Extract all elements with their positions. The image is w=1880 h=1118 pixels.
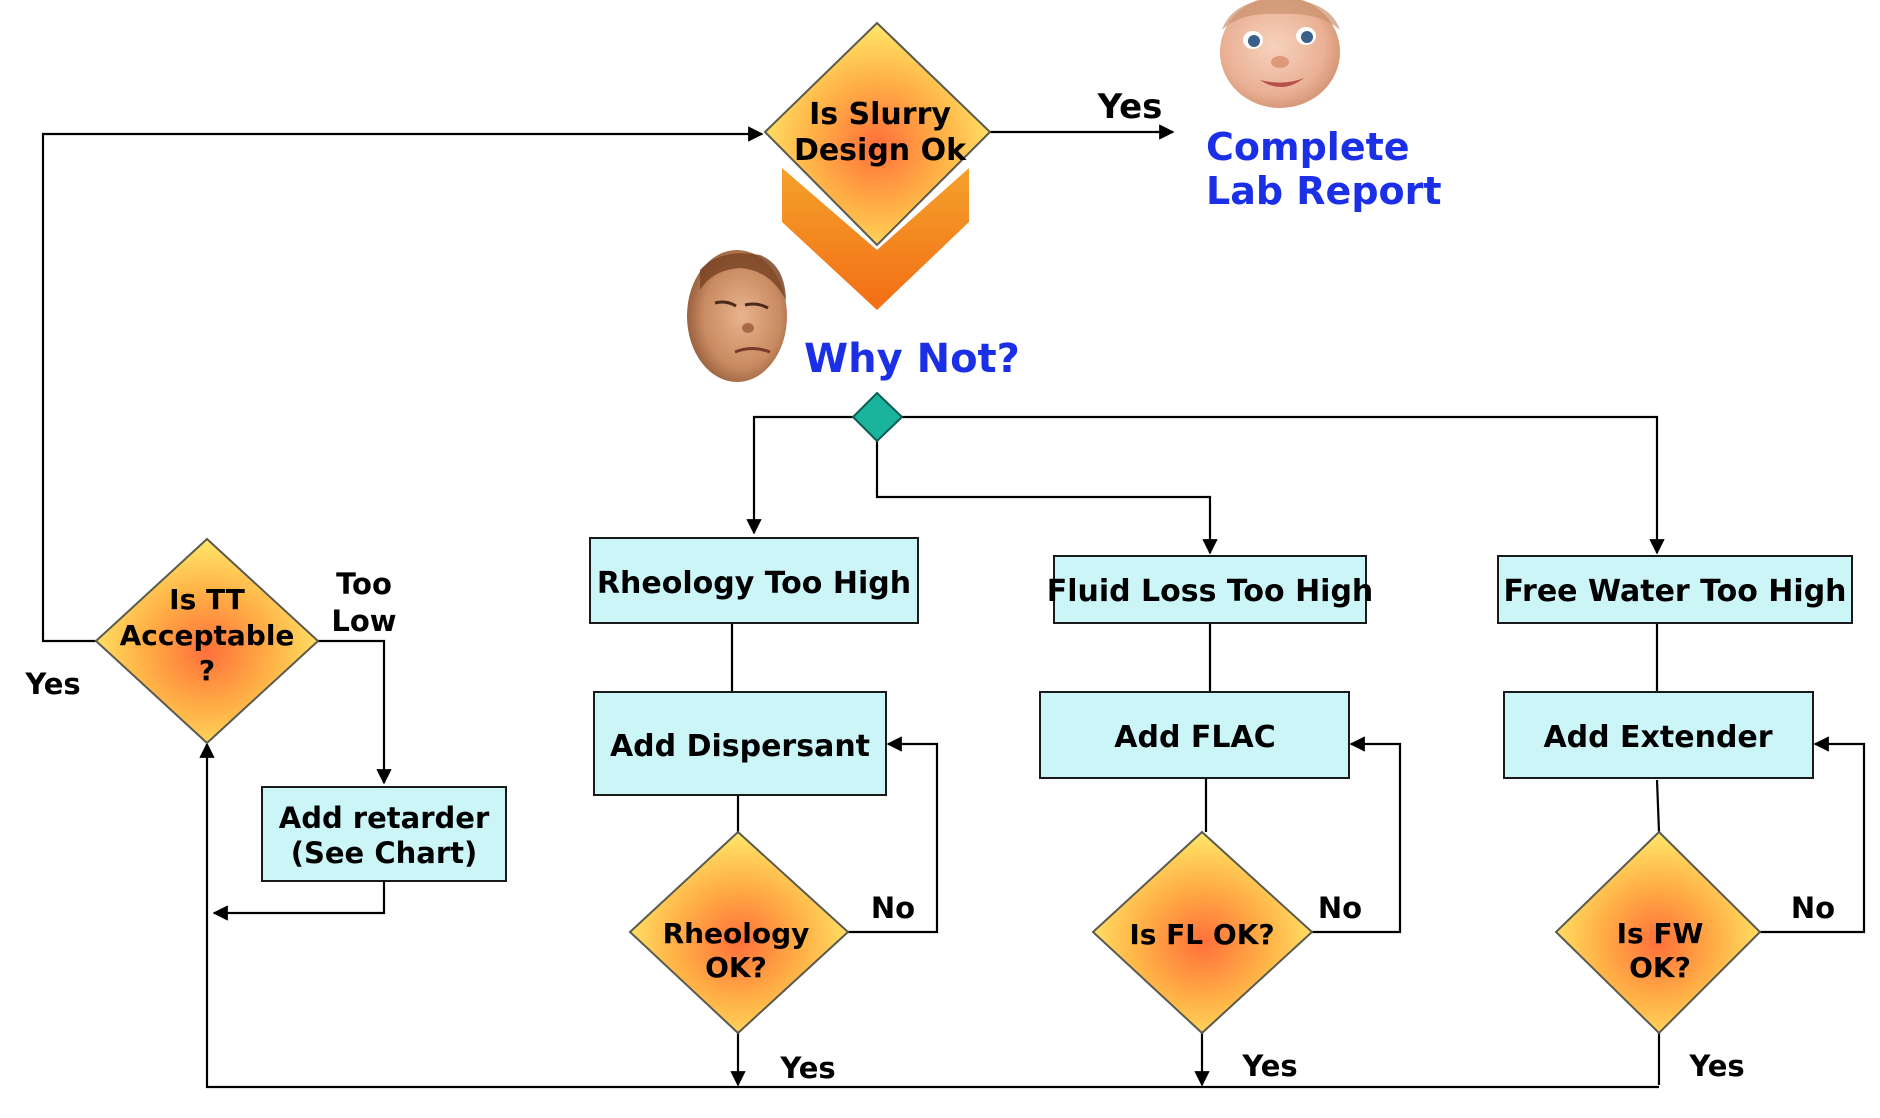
decision-tt-line3: ? [199,654,215,687]
box-add-extender: Add Extender [1503,691,1814,779]
connector-bottom-return [199,742,1659,1089]
grumpy-baby-image [687,250,787,382]
connectors [41,124,1866,1089]
yes-label-fw: Yes [1688,1049,1744,1083]
yes-label-rheology: Yes [779,1051,835,1085]
box-add-retarder: Add retarder (See Chart) [261,786,507,882]
connector-extender-check [1655,779,1661,833]
too-low-line2: Low [331,604,396,638]
chevron-down-icon [782,168,969,310]
decision-fl-ok: Is FL OK? [1091,830,1314,1035]
decision-tt-acceptable: Is TT Acceptable ? [94,537,320,745]
connector-fw-no [1760,736,1866,934]
connector-to-free-water [902,415,1665,555]
decision-top-line2: Design Ok [794,133,967,168]
no-label-fw: No [1791,891,1835,925]
decision-fw-line2: OK? [1629,951,1691,984]
decision-fl-line1: Is FL OK? [1129,918,1274,951]
box-fluid-loss-too-high: Fluid Loss Too High [1047,555,1374,624]
box-add-flac: Add FLAC [1039,691,1350,779]
decision-slurry-design: Is Slurry Design Ok [763,21,992,247]
box-fluid-loss-label: Fluid Loss Too High [1047,574,1374,609]
decision-diamond-top [763,21,992,247]
box-rheology-too-high: Rheology Too High [589,537,919,624]
connector-tt-yes-to-top [41,126,764,643]
complete-line2: Lab Report [1206,169,1442,213]
box-rheology-label: Rheology Too High [597,566,911,601]
connector-to-rheology [746,415,853,535]
box-free-water-label: Free Water Too High [1503,574,1846,609]
box-retarder-line2: (See Chart) [291,836,478,870]
decision-fw-line1: Is FW [1617,917,1704,950]
no-label-rheology: No [871,891,915,925]
decision-rheology-line2: OK? [705,951,767,984]
connector-tt-too-low [318,639,392,785]
connector-fl-no [1312,736,1402,934]
decision-top-line1: Is Slurry [809,97,951,132]
connector-rheology-no [848,736,939,934]
why-not-label: Why Not? [804,336,1020,382]
no-label-fl: No [1318,891,1362,925]
decision-tt-line1: Is TT [169,583,245,616]
box-extender-label: Add Extender [1543,720,1772,755]
complete-line1: Complete [1206,125,1410,169]
decision-rheology-ok: Rheology OK? [628,830,850,1035]
decision-tt-line2: Acceptable [120,619,295,652]
box-retarder-line1: Add retarder [279,801,490,835]
connector-to-fluid-loss [875,430,1218,555]
yes-label-fl: Yes [1241,1049,1297,1083]
branch-diamond [851,391,904,443]
box-flac-label: Add FLAC [1114,720,1275,755]
box-free-water-too-high: Free Water Too High [1497,555,1853,624]
yes-top-label: Yes [1097,87,1163,127]
decision-fw-ok: Is FW OK? [1554,830,1762,1035]
box-dispersant-label: Add Dispersant [610,729,870,764]
box-add-dispersant: Add Dispersant [593,691,887,796]
decision-rheology-line1: Rheology [663,917,810,950]
connector-retarder-return [212,881,386,921]
happy-baby-image [1220,0,1340,108]
yes-left-label: Yes [24,667,80,701]
too-low-line1: Too [336,567,392,601]
